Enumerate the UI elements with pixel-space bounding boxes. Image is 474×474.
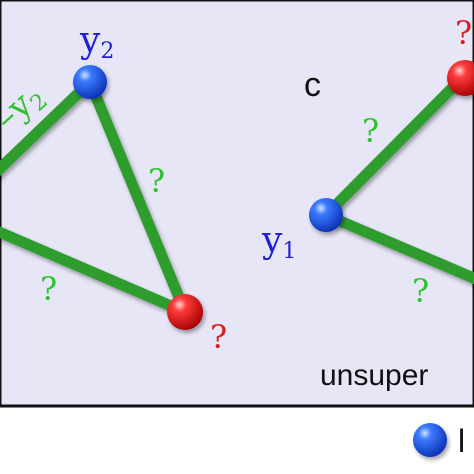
edge-label-upper: ? [362,112,379,150]
panel-background [0,0,474,408]
node-y1 [309,198,343,232]
edge-label-bottom: ? [40,270,57,308]
panel-letter: c [304,66,321,104]
edge-left-top [0,76,96,177]
edge-y1-top [320,72,468,221]
edge-y2-red [84,76,191,318]
node-red-right [447,60,474,96]
label-y1: y1 [261,220,296,264]
edge-label-top-left: –y2 [0,75,53,141]
right-graph-edges [320,72,474,285]
edge-label-right: ? [148,162,165,200]
label-red-left: ? [210,318,227,356]
label-y2: y2 [79,20,114,64]
left-graph-edges [0,76,191,318]
node-y2 [73,65,107,99]
edge-label-lower: ? [412,272,429,310]
mode-label: unsuper [320,359,428,392]
edge-left-bottom [0,226,191,318]
label-red-right: ? [455,14,472,52]
node-red-left [167,294,203,330]
legend-marker-blue [413,423,447,457]
legend-text: l [458,423,465,459]
edge-y1-right [320,209,474,285]
